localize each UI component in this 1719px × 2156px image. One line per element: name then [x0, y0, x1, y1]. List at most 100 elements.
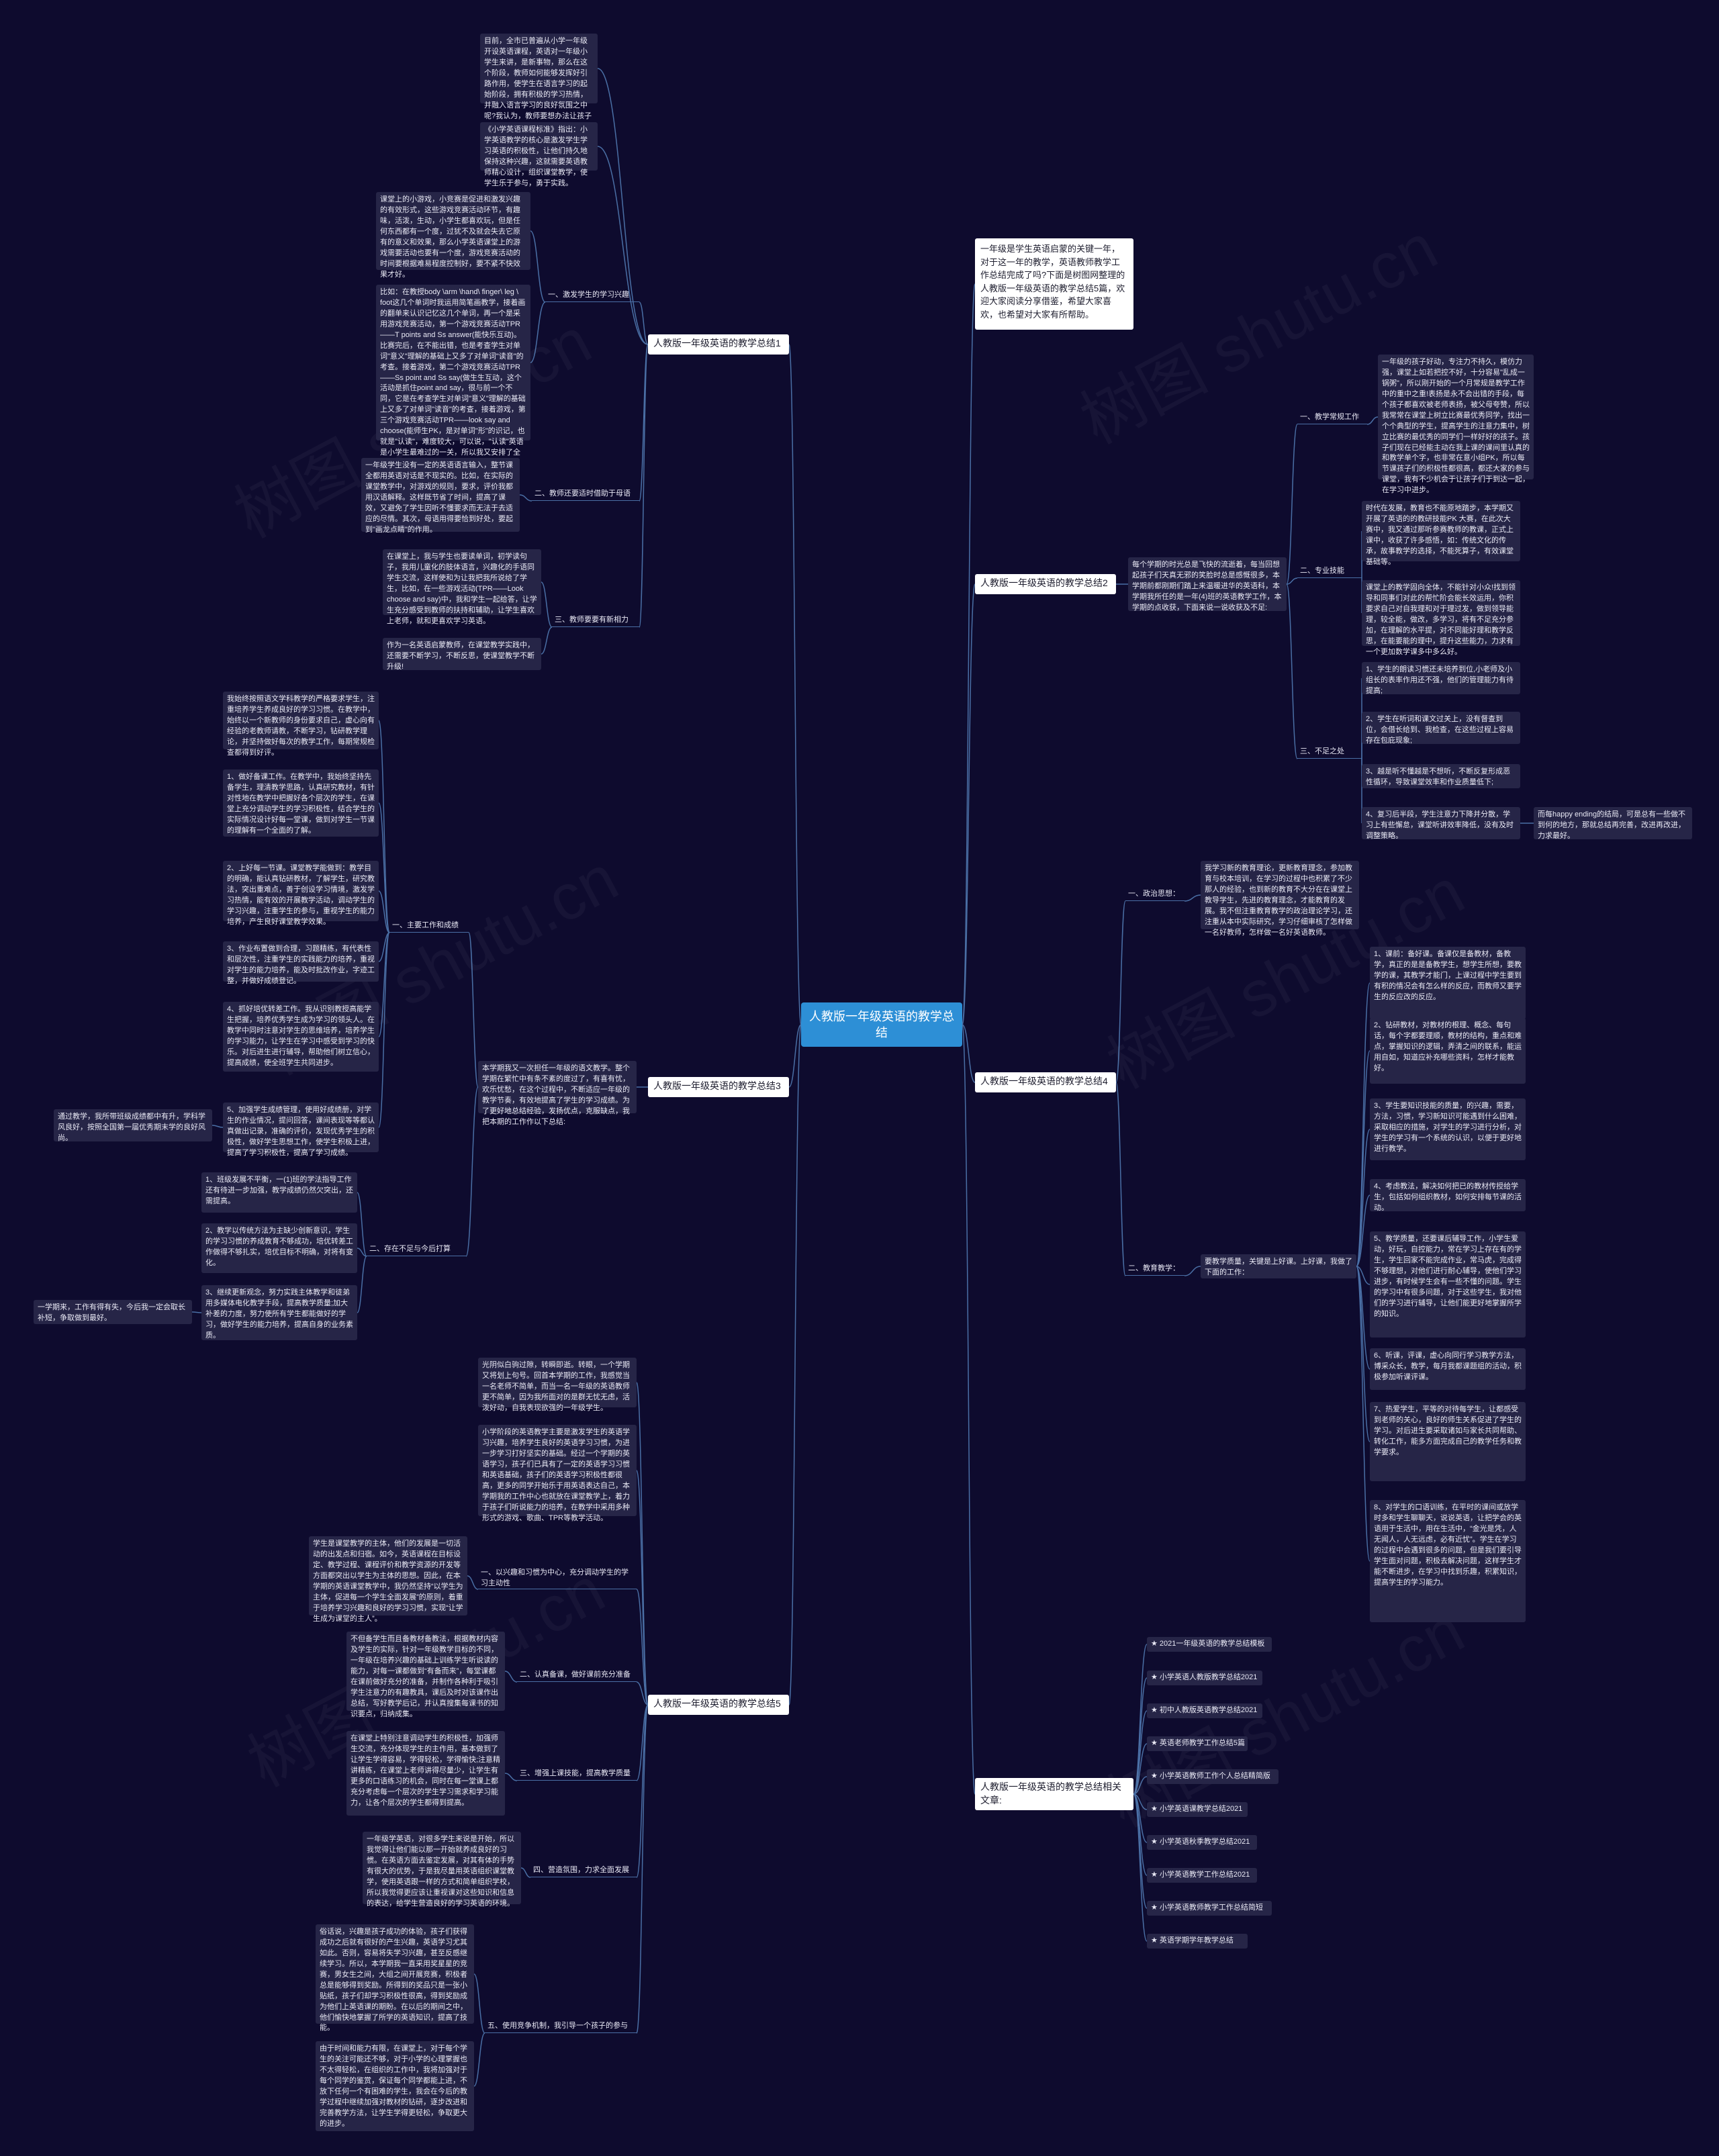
branch-summary-1[interactable]: 人教版一年级英语的教学总结1: [648, 334, 789, 355]
connector-line: [504, 1671, 518, 1683]
summary4-intro: 要教学质量，关键是上好课。上好课，我做了下面的工作：: [1201, 1254, 1356, 1278]
summary5-detail: 由于时间和能力有限，在课堂上，对于每个学生的关注可能还不够，对于小学的心理掌握也…: [316, 2041, 474, 2131]
summary5-detail: 不但备学生而且备教材备教法，根据教材内容及学生的实际，针对一年级教学目标的不同，…: [346, 1632, 505, 1718]
related-article-link[interactable]: ★ 英语老师教学工作总结5篇: [1147, 1736, 1248, 1751]
summary2-section-routine[interactable]: 一、教学常规工作: [1297, 411, 1367, 424]
summary2-section-skills[interactable]: 二、专业技能: [1297, 565, 1362, 578]
connector-line: [530, 301, 546, 363]
summary4-detail: 3、学生要知识技能的质量，的兴趣，需要，方法，习惯，学习新知识可能遇到什么困难，…: [1370, 1098, 1526, 1160]
branch-summary-3[interactable]: 人教版一年级英语的教学总结3: [648, 1077, 789, 1097]
summary1-section-mother-tongue[interactable]: 二、教师还要适时借助于母语: [532, 487, 639, 501]
summary4-section-teaching[interactable]: 二、教育教学：: [1125, 1262, 1184, 1276]
summary1-detail: 比如：在教授body \arm \hand\ finger\ leg \ foo…: [376, 285, 530, 467]
connector-line: [597, 146, 649, 345]
connector-line: [357, 1256, 367, 1313]
branch-summary-5[interactable]: 人教版一年级英语的教学总结5: [648, 1695, 789, 1715]
branch-summary-4[interactable]: 人教版一年级英语的教学总结4: [975, 1072, 1116, 1092]
summary5-section-skills[interactable]: 三、增强上课技能，提高教学质量: [517, 1767, 637, 1781]
summary1-paragraph: 目前，全市已普遍从小学一年级开设英语课程，英语对一年级小学生来讲，是新事物，那么…: [480, 34, 598, 131]
related-article-link[interactable]: ★ 小学英语教师教学工作总结简短: [1147, 1901, 1272, 1916]
connector-line: [636, 1589, 649, 1705]
summary1-detail: 作为一名英语启蒙教师，在课堂教学实践中，还需要不断学习，不断反思，使课堂教学不断…: [383, 638, 541, 671]
summary4-detail: 4、考虑教法，解决如何把已的教材传授给学生，包括如何组织教材，如何安排每节课的活…: [1370, 1179, 1526, 1212]
connector-line: [473, 1973, 485, 2034]
branch-summary-2[interactable]: 人教版一年级英语的教学总结2: [975, 574, 1116, 594]
related-article-link[interactable]: ★ 小学英语秋季教学总结2021: [1147, 1835, 1257, 1850]
related-article-link[interactable]: ★ 小学英语教学工作总结2021: [1147, 1868, 1257, 1883]
summary3-detail: 一学期来，工作有得有失，今后我一定会取长补短，争取做到最好。: [34, 1300, 192, 1324]
summary3-detail: 5、加强学生成绩管理，使用好成绩册，对学生的作业情况，提问回答，课间表现等等都认…: [223, 1103, 379, 1157]
connector-line: [468, 932, 479, 1088]
branch-related-articles[interactable]: 人教版一年级英语的教学总结相关文章:: [975, 1778, 1133, 1810]
related-article-link[interactable]: ★ 初中人教版英语教学总结2021: [1147, 1703, 1262, 1718]
summary2-detail: 时代在发展，教育也不能原地踏步，本学期又开展了英语的的教研技能PK 大赛，在此次…: [1362, 501, 1520, 566]
connector-line: [541, 581, 553, 628]
summary3-intro: 本学期我又一次担任一年级的语文教学。整个学期在繁忙中有条不紊的度过了，有喜有忧，…: [478, 1061, 637, 1126]
connector-line: [1115, 900, 1126, 1083]
summary5-paragraph: 光阴似白驹过隙，转瞬即逝。转眼，一个学期又将划上句号。回首本学期的工作，我感觉当…: [478, 1358, 637, 1412]
summary3-section-achievements[interactable]: 一、主要工作和成绩: [389, 919, 469, 933]
connector-line: [1356, 1266, 1370, 1370]
summary5-detail: 俗话说，兴趣是孩子成功的体验，孩子们获得成功之后就有很好的产生兴趣，英语学习尤其…: [316, 1924, 474, 2032]
related-article-link[interactable]: ★ 小学英语教师工作个人总结精简版: [1147, 1769, 1279, 1784]
summary3-section-shortcomings[interactable]: 二、存在不足与今后打算: [367, 1243, 466, 1256]
summary4-detail: 我学习新的教育理论，更新教育理念，参加教育与校本培训，在学习的过程中也积累了不少…: [1201, 861, 1359, 937]
connector-line: [465, 1086, 479, 1257]
summary1-detail: 课堂上的小游戏，小竞赛是促进和激发兴趣的有效形式，这些游戏竞赛活动环节，有趣味，…: [376, 192, 530, 279]
connector-line: [962, 1024, 976, 1795]
connector-line: [597, 68, 649, 345]
summary4-detail: 6、听课，评课，虚心向同行学习教学方法，博采众长，教学，每月我都课题组的活动，积…: [1370, 1348, 1526, 1390]
summary5-section-preparation[interactable]: 二、认真备课，做好课前充分准备: [517, 1669, 637, 1682]
connector-line: [530, 230, 546, 303]
connector-line: [357, 1248, 367, 1257]
summary5-section-interest-habits[interactable]: 一、以兴趣和习惯为中心，充分调动学生的学习主动性: [478, 1566, 637, 1589]
connector-line: [1184, 1266, 1201, 1276]
connector-line: [1184, 894, 1201, 902]
summary3-detail: 3、作业布置做到合理，习题精练，有代表性和层次性，注重学生的实践能力的培养，重视…: [223, 941, 379, 985]
connector-line: [1356, 1266, 1370, 1285]
related-article-link[interactable]: ★ 小学英语课教学总结2021: [1147, 1802, 1248, 1817]
connector-line: [636, 1704, 649, 1781]
summary2-section-shortcomings[interactable]: 三、不足之处: [1297, 745, 1362, 759]
summary4-section-politics[interactable]: 一、政治思想：: [1125, 888, 1184, 901]
root-topic[interactable]: 人教版一年级英语的教学总结: [801, 1002, 962, 1047]
connector-line: [636, 1470, 649, 1705]
related-article-link[interactable]: ★ 2021一年级英语的教学总结模板: [1147, 1637, 1272, 1652]
connector-line: [788, 344, 802, 1025]
summary2-detail: 而每happy ending的结局，可是总有一些做不到何的地方，那就总结再完善，…: [1534, 807, 1692, 840]
related-article-link[interactable]: ★ 英语学期学年教学总结: [1147, 1934, 1248, 1949]
connector-line: [378, 802, 390, 933]
summary2-detail: 1、学生的朗读习惯还未培养到位,小老师及小组长的表率作用还不强，他们的管理能力有…: [1362, 662, 1520, 695]
connector-line: [378, 932, 390, 1037]
summary4-detail: 7、热爱学生，平等的对待每学生，让都感受到老师的关心，良好的师生关系促进了学生的…: [1370, 1402, 1526, 1481]
connector-line: [473, 2032, 485, 2087]
related-article-link[interactable]: ★ 小学英语人教版教学总结2021: [1147, 1671, 1262, 1685]
summary1-section-affinity[interactable]: 三、教师要要有新相力: [552, 614, 639, 627]
summary3-detail: 1、做好备课工作。在教学中，我始终坚持先备学生，理清教学思路，认真研究教材，有针…: [223, 769, 379, 837]
summary1-section-interest[interactable]: 一、激发学生的学习兴趣: [545, 289, 639, 302]
connector-line: [1356, 1266, 1370, 1562]
summary5-detail: 在课堂上特别注意调动学生的积极性，加强师生交流，充分体现学生的主作用，基本做到了…: [346, 1731, 505, 1816]
connector-line: [1133, 1743, 1148, 1795]
connector-line: [1133, 1776, 1148, 1795]
connector-line: [1356, 1050, 1370, 1267]
connector-line: [788, 1024, 802, 1088]
intro-note[interactable]: 一年级是学生英语启蒙的关键一年，对于这一年的教学，英语教师教学工作总结完成了吗?…: [975, 238, 1133, 330]
summary3-detail: 我始终按照语文学科教学的严格要求学生，注重培养学生养成良好的学习习惯。在教学中，…: [223, 692, 379, 757]
summary5-section-atmosphere[interactable]: 四、营造氛围，力求全面发展: [530, 1864, 637, 1877]
summary4-detail: 5、教学质量，还要课后辅导工作，小学生爱动，好玩，自控能力，常在学习上存在有的学…: [1370, 1231, 1526, 1338]
summary3-detail: 1、班级发展不平衡，一(1)班的学法指导工作还有待进一步加强，教学成绩仍然欠突出…: [201, 1172, 357, 1213]
summary1-detail: 一年级学生没有一定的英语语言输入，整节课全都用英语对话是不现实的。比如，在实际的…: [361, 458, 520, 534]
connector-line: [962, 283, 976, 1025]
connector-line: [1286, 583, 1298, 759]
summary3-detail: 2、上好每一节课。课堂教学能做到：教学目的明确，能认真钻研教材，了解学生，研究教…: [223, 861, 379, 926]
connector-line: [1115, 1082, 1126, 1276]
summary4-detail: 8、对学生的口语训练，在平时的课间或放学时多和学生聊聊天，说说英语，让把学会的英…: [1370, 1500, 1526, 1622]
summary4-detail: 1、课前：备好课。备课仅是备教材，备教学，真正的是是备教学生，想学生所想，要教学…: [1370, 947, 1526, 1019]
connector-line: [1133, 1710, 1148, 1795]
summary5-section-competition[interactable]: 五、使用竞争机制，我引导一个孩子的参与: [485, 2020, 637, 2033]
connector-line: [378, 932, 390, 1128]
connector-line: [636, 1704, 649, 1878]
summary2-detail: 4、复习后半段，学生注意力下降并分散，学习上有些懈怠，课堂听讲效率降低，没有及时…: [1362, 807, 1520, 840]
summary3-detail: 通过教学，我所带班级成绩都中有升，学科学风良好，按照全国第一届优秀期末学的良好风…: [54, 1109, 212, 1142]
